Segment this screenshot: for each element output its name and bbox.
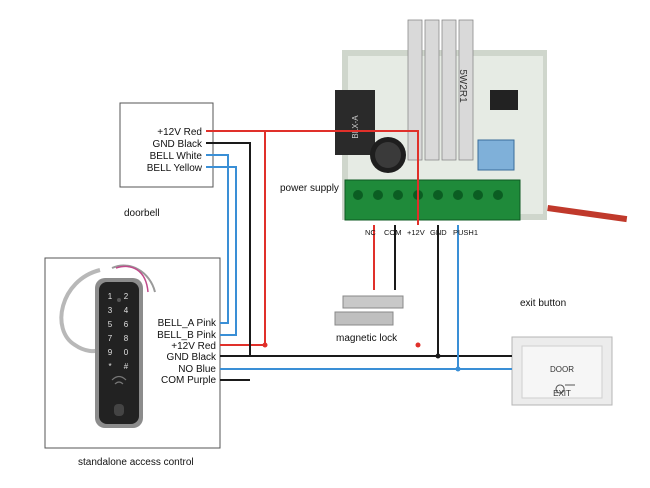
doorbell-box xyxy=(119,102,214,188)
exit-face-bottom: EXIT xyxy=(553,389,571,398)
psu-terminal-gnd: GND xyxy=(430,228,447,237)
exit-button-device xyxy=(511,336,613,406)
svg-text:4: 4 xyxy=(124,306,129,315)
svg-text:3: 3 xyxy=(108,306,113,315)
exit-face-top: DOOR xyxy=(550,365,574,374)
wire-red-12v-doorbell xyxy=(206,130,266,346)
svg-text:7: 7 xyxy=(108,334,113,343)
wire-black-gnd xyxy=(206,142,251,357)
access-control-box xyxy=(44,257,221,449)
doorbell-terminal-gnd: GND Black xyxy=(152,139,202,150)
svg-text:8: 8 xyxy=(124,334,129,343)
doorbell-terminal-bell-yellow: BELL Yellow xyxy=(146,163,202,174)
board-label: 5W2R1 xyxy=(457,69,468,103)
power-supply-board: BLX-A 5W2R1 xyxy=(335,19,628,223)
keypad-device: 1 2 3 4 5 6 7 8 9 0 * # xyxy=(59,264,156,428)
doorbell-terminal-bell-white: BELL White xyxy=(149,151,202,162)
svg-text:5: 5 xyxy=(108,320,113,329)
access-control-caption: standalone access control xyxy=(78,457,194,468)
psu-terminal-12v: +12V xyxy=(407,228,425,237)
svg-text:BLX-A: BLX-A xyxy=(351,115,360,139)
svg-text:9: 9 xyxy=(108,348,113,357)
psu-terminal-push1: PUSH1 xyxy=(453,228,479,237)
ac-terminal-com: COM Purple xyxy=(160,375,216,386)
ac-terminal-12v: +12V Red xyxy=(171,341,216,352)
ac-terminal-bell-b: BELL_B Pink xyxy=(157,330,216,341)
svg-text:1: 1 xyxy=(108,292,113,301)
doorbell-caption: doorbell xyxy=(124,208,160,219)
svg-text:*: * xyxy=(108,362,111,371)
magnetic-lock-caption: magnetic lock xyxy=(336,333,398,344)
power-supply-caption: power supply xyxy=(280,183,339,194)
magnetic-lock xyxy=(334,295,404,326)
psu-terminal-com: COM xyxy=(384,228,402,237)
ac-terminal-gnd: GND Black xyxy=(166,352,216,363)
svg-text:6: 6 xyxy=(124,320,129,329)
wire-red-psu xyxy=(265,130,419,225)
ac-terminal-bell-a: BELL_A Pink xyxy=(157,318,216,329)
svg-text:#: # xyxy=(124,362,129,371)
psu-terminal-nc: NC xyxy=(365,228,376,237)
exit-button-caption: exit button xyxy=(520,298,567,309)
doorbell-terminal-12v: +12V Red xyxy=(157,127,202,138)
keypad-keys: 1 2 3 4 5 6 7 8 9 0 * # xyxy=(108,292,129,371)
ac-terminal-no: NO Blue xyxy=(178,364,216,375)
wire-bell-b xyxy=(206,166,237,336)
wire-bell-a xyxy=(206,154,229,324)
svg-text:0: 0 xyxy=(124,348,129,357)
svg-text:2: 2 xyxy=(124,292,129,301)
